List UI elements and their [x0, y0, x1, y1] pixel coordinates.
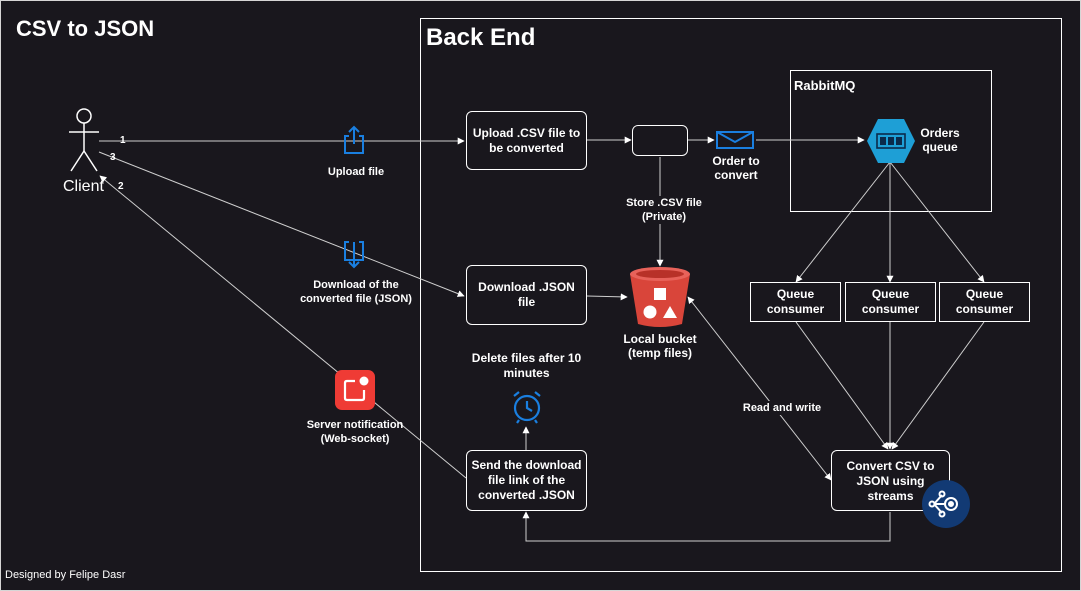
backend-container: [420, 18, 1062, 572]
rabbitmq-title: RabbitMQ: [794, 78, 856, 93]
convert-csv-node: Convert CSV to JSON using streams: [831, 450, 950, 511]
download-converted-label: Download of the converted file (JSON): [300, 279, 412, 305]
edge-queue-consumer1: [795, 161, 891, 283]
client-label: Client: [63, 178, 104, 195]
queue-consumer-node-1: Queue consumer: [750, 282, 841, 322]
edge-queue-consumer3: [889, 161, 985, 283]
designer-credit: Designed by Felipe Dasr: [5, 569, 126, 581]
alarm-clock-icon: [513, 391, 541, 424]
order-node: [632, 125, 688, 156]
streams-icon: [922, 480, 970, 528]
edge-download-bucket: [586, 293, 628, 301]
edge-convert-sendlink: [522, 511, 891, 542]
step-number-1: 1: [120, 135, 126, 146]
rabbitmq-container: [790, 70, 992, 212]
queue-consumer-node-2: Queue consumer: [845, 282, 936, 322]
backend-title: Back End: [426, 24, 536, 51]
bucket-icon: [630, 267, 690, 327]
queue-icon: [867, 119, 915, 163]
edge-consumer3-convert: [891, 321, 985, 450]
upload-file-label: Upload file: [327, 166, 385, 178]
notification-icon: [335, 370, 375, 410]
order-to-convert-label: Order to convert: [712, 154, 760, 182]
step-number-2: 2: [118, 181, 124, 192]
upload-csv-node: Upload .CSV file to be converted: [466, 111, 587, 170]
download-json-node: Download .JSON file: [466, 265, 587, 325]
edge-consumer1-convert: [795, 321, 889, 450]
read-write-label: Read and write: [736, 401, 828, 415]
share-upload-icon: [344, 125, 364, 154]
edge-sendlink-client: [99, 175, 467, 479]
diagram-title: CSV to JSON: [16, 16, 155, 41]
queue-consumer-node-3: Queue consumer: [939, 282, 1030, 322]
envelope-icon: [716, 131, 754, 149]
edge-client-download: [98, 151, 465, 297]
store-csv-label: Store .CSV file (Private): [614, 196, 714, 224]
local-bucket-label: Local bucket (temp files): [623, 332, 697, 360]
send-link-node: Send the download file link of the conve…: [466, 450, 587, 511]
edge-bucket-convert: [687, 296, 832, 481]
stick-figure-icon: [69, 108, 99, 172]
orders-queue-label: Orders queue: [920, 126, 960, 154]
delete-files-label: Delete files after 10 minutes: [471, 351, 582, 380]
download-icon: [344, 241, 364, 269]
server-notification-label: Server notification (Web-socket): [306, 419, 404, 445]
step-number-3: 3: [110, 152, 116, 163]
